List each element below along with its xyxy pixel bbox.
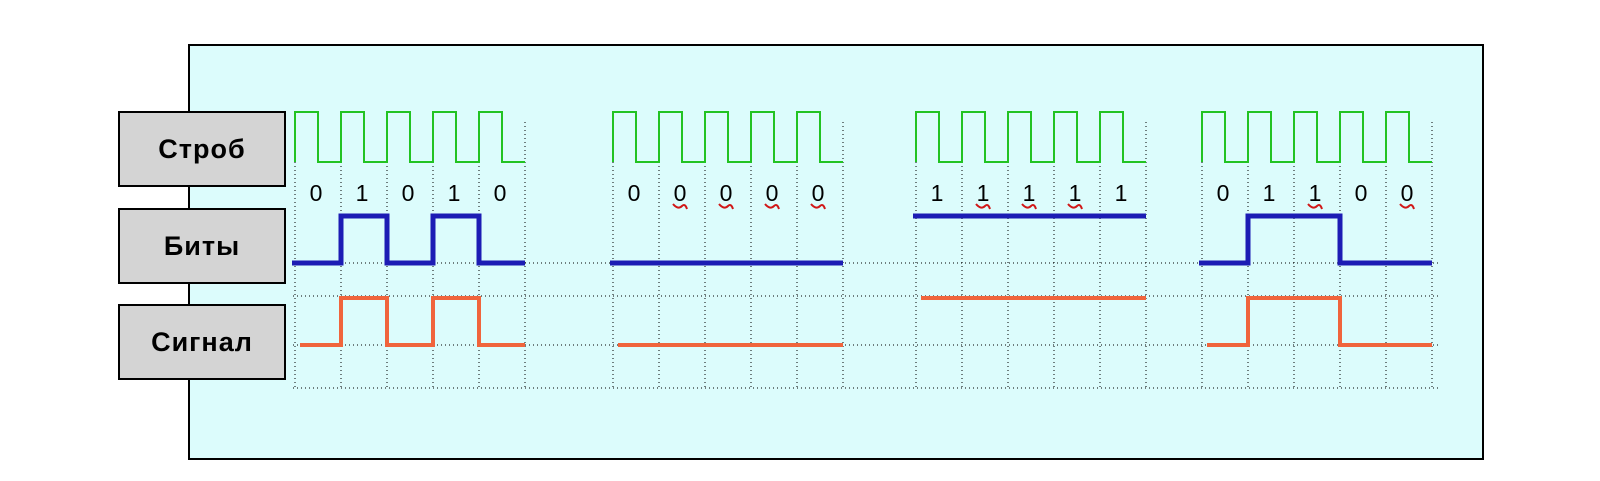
bit-value-label: 0 <box>628 180 641 206</box>
strobe-waveform <box>612 111 843 163</box>
bit-mark <box>1307 203 1323 210</box>
bit-mark <box>1399 203 1415 210</box>
bit-mark <box>810 203 826 210</box>
bit-value-label: 0 <box>310 180 323 206</box>
bit-mark <box>975 203 991 210</box>
strobe-waveform <box>915 111 1146 163</box>
bit-value-label: 0 <box>720 180 733 206</box>
bit-mark <box>1021 203 1037 210</box>
bit-value-label: 0 <box>766 180 779 206</box>
bit-value-label: 0 <box>402 180 415 206</box>
strobe-waveform <box>1201 111 1432 163</box>
bit-value-label: 0 <box>812 180 825 206</box>
bit-value-label: 1 <box>448 180 461 206</box>
signal-label: Сигнал <box>118 304 286 380</box>
bit-mark <box>672 203 688 210</box>
bit-value-label: 1 <box>1115 180 1128 206</box>
bit-value-label: 0 <box>494 180 507 206</box>
signal-waveform <box>1207 296 1432 347</box>
bits-label: Биты <box>118 208 286 284</box>
strobe-waveform <box>294 111 525 163</box>
bit-value-label: 0 <box>1217 180 1230 206</box>
bit-value-label: 1 <box>1263 180 1276 206</box>
bit-value-label: 0 <box>1355 180 1368 206</box>
bits-waveform <box>292 213 525 266</box>
diagram-panel <box>188 44 1484 460</box>
bit-value-label: 1 <box>1309 180 1322 206</box>
bit-value-label: 0 <box>674 180 687 206</box>
bit-mark <box>764 203 780 210</box>
bits-waveform <box>1199 213 1432 266</box>
bit-value-label: 0 <box>1401 180 1414 206</box>
strobe-label: Строб <box>118 111 286 187</box>
bit-value-label: 1 <box>1069 180 1082 206</box>
bit-mark <box>718 203 734 210</box>
bit-mark <box>1067 203 1083 210</box>
bit-value-label: 1 <box>356 180 369 206</box>
bit-value-label: 1 <box>1023 180 1036 206</box>
bit-value-label: 1 <box>977 180 990 206</box>
bit-value-label: 1 <box>931 180 944 206</box>
signal-waveform <box>300 296 525 347</box>
